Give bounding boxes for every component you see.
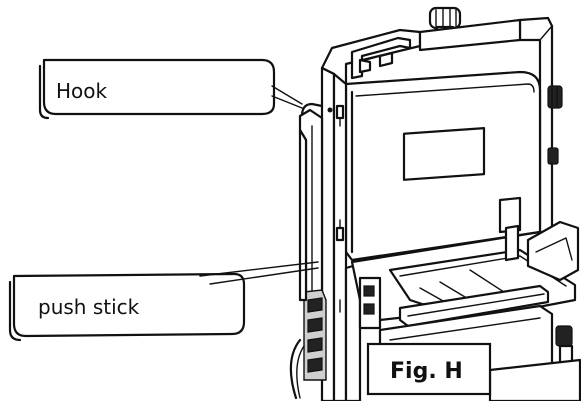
figure-label: Fig. H <box>390 359 463 384</box>
bandsaw-illustration <box>291 8 580 401</box>
left-rod <box>300 130 306 300</box>
push-stick-callout: push stick <box>10 262 318 340</box>
push-stick-label: push stick <box>38 295 140 319</box>
figure-label-box: Fig. H <box>368 344 490 394</box>
hook-callout: Hook <box>40 60 302 118</box>
hook-label: Hook <box>56 79 108 103</box>
